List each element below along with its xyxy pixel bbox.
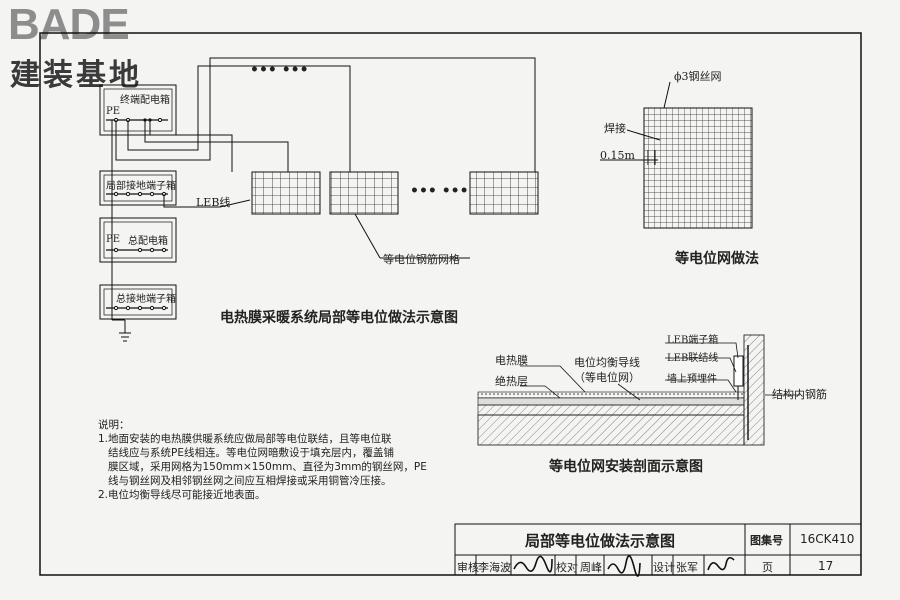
dots-top: ••• ••• xyxy=(250,62,309,78)
main-ground-box-shape xyxy=(99,284,177,320)
review-label: 审核 xyxy=(457,561,479,574)
title-block-frame xyxy=(454,523,862,576)
bond-wire-sub-label: （等电位网） xyxy=(574,371,640,384)
insulation-label: 绝热层 xyxy=(495,375,528,388)
checker-name: 周峰 xyxy=(580,561,602,574)
rebar-label: 结构内钢筋 xyxy=(772,388,827,401)
terminal-box-label: 终端配电箱 xyxy=(120,95,170,106)
reviewer-signature xyxy=(513,555,553,573)
note-line-2: 结线应与系统PE线相连。等电位网暗敷设于填充层内，覆盖铺 xyxy=(108,447,394,459)
page-label: 页 xyxy=(762,561,773,574)
pe-label-2: PE xyxy=(106,234,121,245)
page-number: 17 xyxy=(818,559,834,573)
atlas-number: 16CK410 xyxy=(800,532,855,546)
dots-mid: ••• ••• xyxy=(410,183,469,199)
leb-box-label: LEB端子箱 xyxy=(667,335,719,346)
grid-leader xyxy=(354,213,381,259)
mesh-title: 等电位网做法 xyxy=(675,251,759,267)
checker-signature xyxy=(607,555,641,577)
brand-subtitle: 建装基地 xyxy=(10,58,142,93)
wire-label: ϕ3钢丝网 xyxy=(674,70,722,83)
brand-logo: BADE xyxy=(8,0,130,49)
main-box-label: 总配电箱 xyxy=(128,236,168,247)
bond-wire-label: 电位均衡导线 xyxy=(574,356,640,369)
reviewer-name: 李海波 xyxy=(478,561,511,574)
grid-label: 等电位钢筋网格 xyxy=(383,253,460,266)
leb-line-label: LEB线 xyxy=(196,196,231,209)
rebar-grid-1 xyxy=(251,171,321,215)
note-line-1: 1.地面安装的电热膜供暖系统应做局部等电位联结，且等电位联 xyxy=(98,433,392,445)
section-title: 等电位网安装剖面示意图 xyxy=(549,459,703,475)
main-ground-box-label: 总接地端子箱 xyxy=(116,294,176,305)
embedded-label: 墙上预埋件 xyxy=(667,374,717,385)
section-drawing xyxy=(477,334,800,446)
local-terminal-box-label: 局部接地端子箱 xyxy=(106,181,176,192)
note-line-4: 线与钢丝网及相邻钢丝网之间应互相焊接或采用铜管冷压接。 xyxy=(108,475,392,487)
note-line-5: 2.电位均衡导线尽可能接近地表面。 xyxy=(98,489,266,501)
local-terminal-box-shape xyxy=(99,170,177,206)
pe-label: PE xyxy=(106,106,121,117)
note-line-3: 膜区域，采用网格为150mm×150mm、直径为3mm的钢丝网，PE xyxy=(108,461,427,473)
atlas-label: 图集号 xyxy=(750,534,783,547)
drawing-title: 局部等电位做法示意图 xyxy=(524,532,675,550)
weld-label: 焊接 xyxy=(604,122,626,135)
steel-mesh xyxy=(643,107,753,229)
spacing-label: 0.15m xyxy=(600,149,635,162)
diagram-title: 电热膜采暖系统局部等电位做法示意图 xyxy=(220,310,458,326)
designer-name: 张军 xyxy=(676,561,698,574)
check-label: 校对 xyxy=(556,561,578,574)
design-label: 设计 xyxy=(653,561,675,574)
rebar-grid-2 xyxy=(329,171,399,215)
designer-signature xyxy=(707,556,735,571)
main-box-shape xyxy=(99,217,177,263)
rebar-grid-3 xyxy=(469,171,539,215)
notes: 说明： 1.地面安装的电热膜供暖系统应做局部等电位联结，且等电位联 结线应与系统… xyxy=(98,418,427,502)
leb-link-label: LEB联结线 xyxy=(667,353,719,364)
notes-heading: 说明： xyxy=(98,419,130,431)
film-label: 电热膜 xyxy=(495,354,528,367)
wiring xyxy=(111,57,536,342)
